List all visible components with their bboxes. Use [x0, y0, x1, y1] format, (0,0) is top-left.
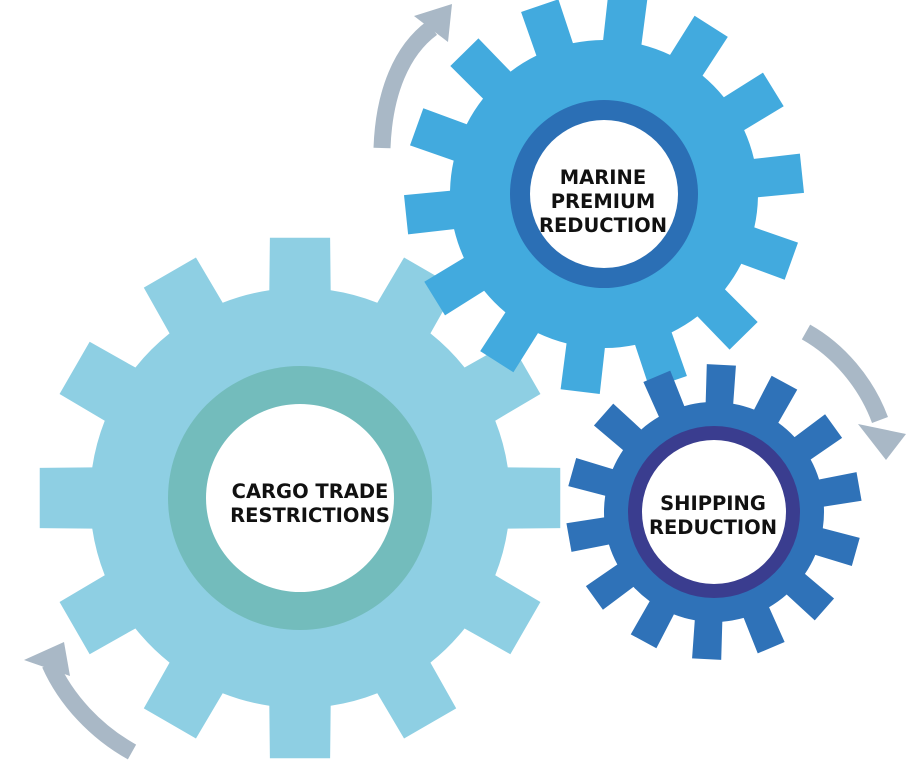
gear-cargo-hub — [206, 404, 394, 592]
curved-arrow-bottom-icon — [24, 642, 137, 760]
gear-label-marine: MARINE PREMIUM REDUCTION — [538, 166, 668, 237]
gear-label-shipping: SHIPPING REDUCTION — [648, 492, 778, 539]
gear-cargo-trade-restrictions — [39, 237, 561, 759]
curved-arrow-right-icon — [801, 324, 906, 460]
gear-label-cargo: CARGO TRADE RESTRICTIONS — [230, 480, 390, 527]
gear-marine-hub — [530, 120, 678, 268]
gear-shipping-reduction — [566, 364, 862, 660]
gear-marine-premium-reduction — [404, 0, 804, 394]
gear-shipping-hub — [642, 440, 786, 584]
curved-arrow-top-icon — [373, 4, 452, 149]
